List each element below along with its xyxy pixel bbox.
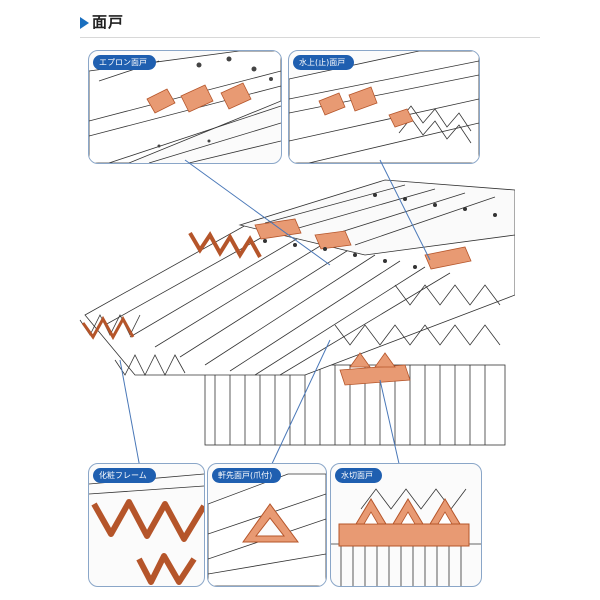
section-title: 面戸 bbox=[92, 13, 125, 31]
section-header: 面戸 bbox=[80, 8, 540, 38]
panel-fascia: 化粧フレーム bbox=[88, 463, 205, 587]
panel-ridge: 水上(止)面戸 bbox=[288, 50, 480, 164]
panel-water-label: 水切面戸 bbox=[335, 468, 382, 483]
panel-eaves: 軒先面戸(爪付) bbox=[207, 463, 327, 587]
roof-illustration bbox=[79, 179, 515, 446]
panel-eaves-label: 軒先面戸(爪付) bbox=[212, 468, 282, 483]
ridge-illustration bbox=[289, 51, 479, 163]
section-arrow-icon bbox=[80, 17, 89, 29]
panel-apron-label: エプロン面戸 bbox=[93, 55, 156, 70]
panel-fascia-label: 化粧フレーム bbox=[93, 468, 156, 483]
panel-apron: エプロン面戸 bbox=[88, 50, 282, 164]
water-illustration bbox=[331, 488, 481, 586]
panel-ridge-label: 水上(止)面戸 bbox=[293, 55, 355, 70]
header-rule bbox=[80, 37, 540, 38]
apron-illustration bbox=[89, 51, 281, 163]
eaves-illustration bbox=[208, 473, 326, 586]
panel-water: 水切面戸 bbox=[330, 463, 482, 587]
